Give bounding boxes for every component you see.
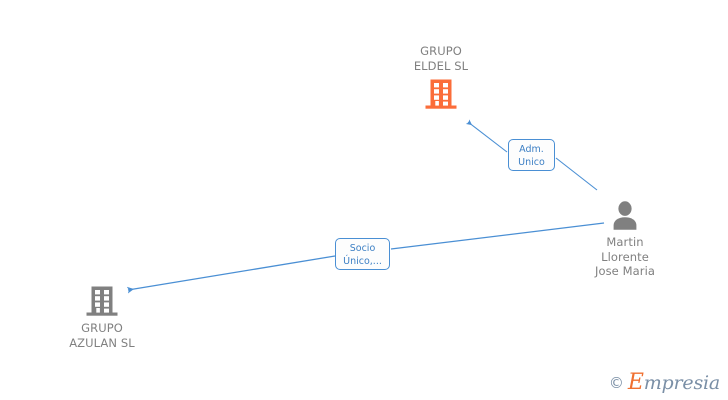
relation-chip-adm-unico[interactable]: Adm. Unico bbox=[508, 139, 555, 171]
watermark-empresia: © Empresia bbox=[609, 372, 720, 394]
person-icon[interactable] bbox=[555, 198, 695, 232]
node-label-martin-llorente: Martin Llorente Jose Maria bbox=[594, 235, 656, 278]
node-martin-llorente[interactable]: Martin Llorente Jose Maria bbox=[555, 198, 695, 279]
node-label-grupo-azulan: GRUPO AZULAN SL bbox=[69, 321, 135, 350]
brand-rest: mpresia bbox=[643, 372, 720, 394]
copyright-icon: © bbox=[608, 373, 624, 392]
brand-wordmark: Empresia bbox=[628, 372, 720, 394]
node-label-grupo-eldel: GRUPO ELDEL SL bbox=[413, 44, 469, 73]
brand-initial: E bbox=[627, 370, 644, 395]
building-icon[interactable] bbox=[371, 77, 511, 111]
node-grupo-azulan[interactable]: GRUPO AZULAN SL bbox=[32, 284, 172, 350]
building-icon[interactable] bbox=[32, 284, 172, 318]
relation-chip-socio-unico[interactable]: Socio Único,... bbox=[335, 238, 390, 270]
node-grupo-eldel[interactable]: GRUPO ELDEL SL bbox=[371, 44, 511, 111]
